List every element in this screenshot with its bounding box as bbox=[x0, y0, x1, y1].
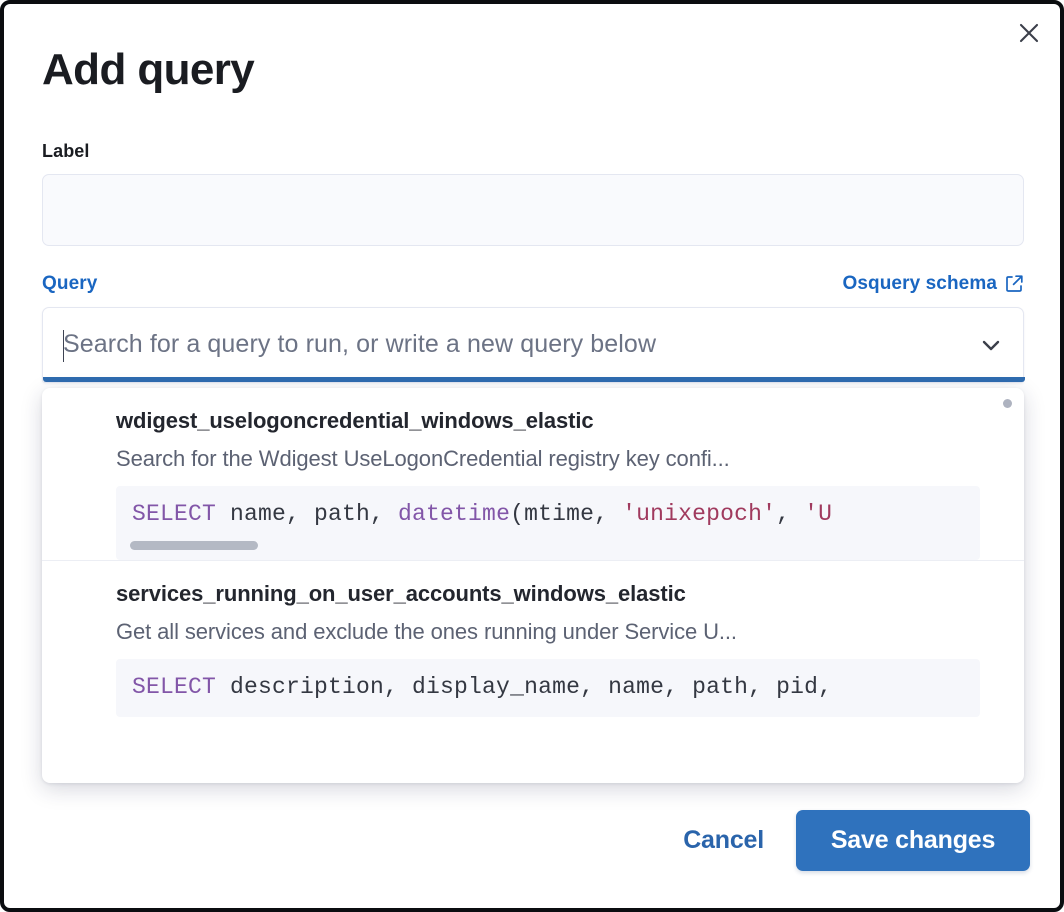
query-search-combobox-wrapper: Search for a query to run, or write a ne… bbox=[42, 306, 1025, 783]
modal-footer: Cancel Save changes bbox=[42, 810, 1030, 871]
dropdown-scrollbar[interactable] bbox=[1003, 398, 1012, 408]
sql-token: description, display_name, name, path, p… bbox=[216, 673, 833, 700]
sql-token: , bbox=[776, 500, 805, 527]
option-title: services_running_on_user_accounts_window… bbox=[116, 580, 686, 606]
option-description: Get all services and exclude the ones ru… bbox=[116, 618, 737, 644]
query-options-dropdown: wdigest_uselogoncredential_windows_elast… bbox=[42, 387, 1024, 783]
modal-content: Add query Label Query Osquery schema Sea… bbox=[42, 4, 1030, 783]
sql-token: 'unixepoch' bbox=[622, 500, 777, 527]
combobox-focus-underline bbox=[43, 376, 1025, 382]
query-options-list: wdigest_uselogoncredential_windows_elast… bbox=[42, 388, 1024, 717]
sql-code-line: SELECT description, display_name, name, … bbox=[116, 673, 980, 702]
query-label: Query bbox=[42, 272, 98, 294]
label-input[interactable] bbox=[42, 173, 1024, 246]
list-item[interactable]: wdigest_uselogoncredential_windows_elast… bbox=[42, 388, 1024, 560]
sql-horizontal-scrollbar[interactable] bbox=[130, 540, 258, 550]
sql-token: SELECT bbox=[132, 500, 217, 527]
sql-token: (mtime, bbox=[510, 500, 623, 527]
sql-token: datetime bbox=[398, 500, 511, 527]
option-sql-preview: SELECT name, path, datetime(mtime, 'unix… bbox=[116, 485, 980, 560]
list-item[interactable]: services_running_on_user_accounts_window… bbox=[42, 559, 1024, 717]
chevron-down-icon[interactable] bbox=[977, 331, 1005, 359]
query-header-row: Query Osquery schema bbox=[42, 273, 1024, 295]
sql-token: 'U bbox=[804, 500, 833, 527]
external-link-icon bbox=[1005, 274, 1024, 293]
close-button[interactable] bbox=[1010, 14, 1048, 52]
osquery-schema-link[interactable]: Osquery schema bbox=[842, 273, 1024, 295]
cancel-button[interactable]: Cancel bbox=[673, 814, 774, 867]
sql-token: SELECT bbox=[132, 673, 217, 700]
option-title: wdigest_uselogoncredential_windows_elast… bbox=[116, 407, 594, 433]
page-title: Add query bbox=[42, 45, 255, 94]
label-field-label: Label bbox=[42, 140, 90, 161]
sql-token: name, path, bbox=[216, 500, 399, 527]
close-icon bbox=[1018, 22, 1040, 44]
query-search-combobox[interactable]: Search for a query to run, or write a ne… bbox=[42, 306, 1025, 383]
osquery-schema-link-label: Osquery schema bbox=[842, 272, 997, 294]
option-sql-preview: SELECT description, display_name, name, … bbox=[116, 658, 980, 717]
save-changes-button[interactable]: Save changes bbox=[796, 810, 1030, 871]
sql-code-line: SELECT name, path, datetime(mtime, 'unix… bbox=[116, 500, 980, 529]
text-caret bbox=[63, 329, 64, 362]
query-search-placeholder: Search for a query to run, or write a ne… bbox=[63, 330, 657, 359]
option-description: Search for the Wdigest UseLogonCredentia… bbox=[116, 445, 730, 471]
